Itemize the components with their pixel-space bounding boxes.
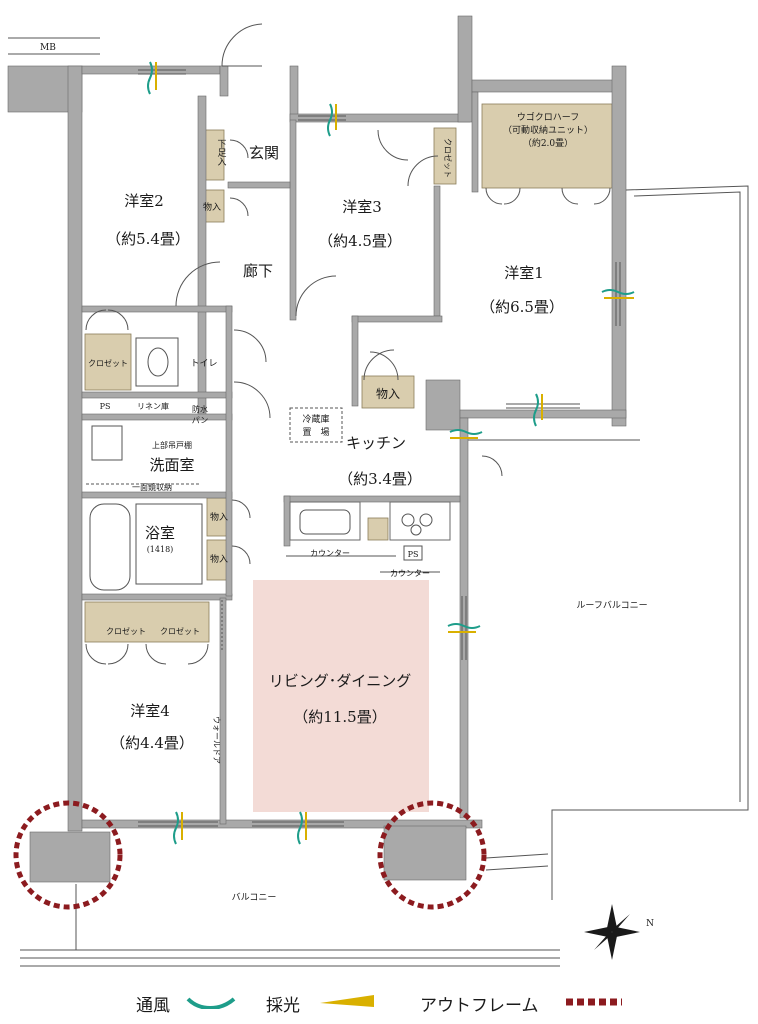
ps-label-left: PS (100, 402, 111, 411)
counter2-label: カウンター (390, 569, 430, 578)
living-dining-name: リビング･ダイニング (269, 672, 412, 690)
north-arrow-icon (584, 904, 640, 960)
wall-door-label: ウォールドア (212, 716, 221, 764)
legend-ventilation-label: 通風 (136, 996, 170, 1016)
upper-shelf-label: 上部吊戸棚 (152, 440, 192, 450)
room2-name: 洋室2 (124, 192, 164, 210)
washroom-label: 洗面室 (149, 456, 194, 474)
fridge-label-2: 置 場 (302, 426, 329, 438)
balcony-label: バルコニー (232, 892, 277, 903)
ugokuro-label-line2: （可動収納ユニット） (503, 124, 593, 136)
roof-balcony-label: ルーフバルコニー (576, 600, 647, 611)
room4-closet-block (84, 601, 210, 643)
kitchen-corner-block (367, 517, 389, 541)
living-dining-size: （約11.5畳） (293, 708, 386, 726)
room2-closet-label: クロゼット (88, 358, 128, 368)
kitchen-size: （約3.4畳） (338, 470, 422, 488)
linen-label: リネン庫 (137, 401, 169, 411)
legend: 通風 採光 アウトフレーム (0, 985, 758, 1021)
waterproof-pan-label-1: 防水 (192, 404, 208, 414)
ugokuro-label-line3: （約2.0畳） (523, 137, 573, 149)
light-icon (320, 995, 374, 1007)
mb-label: MB (40, 43, 56, 53)
toilet-label: トイレ (190, 359, 217, 369)
outframe-marker-right (377, 800, 487, 910)
counter-label: カウンター (310, 549, 350, 558)
ugokuro-unit-block (481, 103, 613, 189)
room4-closet-label-2: クロゼット (160, 626, 200, 636)
floor-plan: MB 下足入 物入 玄関 洋室2 （約5.4畳） 洋室3 （約4.5畳） ウゴク… (7, 15, 749, 967)
bath-size: (1418) (147, 545, 174, 554)
outframe-icon (566, 998, 622, 1006)
waterproof-pan-label-2: パン (192, 416, 208, 425)
room3-closet-label: クロゼット (443, 138, 453, 178)
living-dining-area (253, 580, 429, 812)
legend-light-label: 採光 (266, 996, 300, 1016)
room4-name: 洋室4 (130, 702, 170, 720)
ps-label-kitchen: PS (408, 550, 419, 559)
bath-storage-label-1: 物入 (210, 511, 228, 523)
kitchen-name: キッチン (346, 434, 406, 452)
room1-name: 洋室1 (504, 264, 544, 282)
room4-size: （約4.4畳） (110, 734, 194, 752)
room1-storage-label: 物入 (376, 387, 400, 401)
bath-storage-label-2: 物入 (210, 553, 228, 565)
room3-size: （約4.5畳） (318, 232, 402, 250)
room1-storage-block (361, 375, 415, 409)
outframe-marker-left (13, 800, 123, 910)
entrance-storage-label: 物入 (203, 201, 221, 213)
thin-lines (8, 23, 749, 967)
hallway-label: 廊下 (243, 262, 273, 280)
bath-name: 浴室 (145, 524, 175, 542)
ventilation-light-marks (147, 61, 635, 845)
ugokuro-label-line1: ウゴクロハーフ (517, 111, 579, 123)
room2-closet-block (84, 333, 132, 391)
room1-size: （約6.5畳） (480, 298, 564, 316)
room3-name: 洋室3 (342, 198, 382, 216)
plan-labels: MB 下足入 物入 玄関 洋室2 （約5.4畳） 洋室3 （約4.5畳） ウゴク… (40, 43, 654, 929)
fridge-label-1: 冷蔵庫 (302, 413, 329, 425)
room2-size: （約5.4畳） (106, 230, 190, 248)
north-label: N (646, 919, 654, 929)
mirror-storage-label: 一面鏡収納 (132, 482, 172, 492)
room4-closet-label-1: クロゼット (106, 626, 146, 636)
ventilation-icon (186, 997, 236, 1009)
legend-outframe-label: アウトフレーム (420, 996, 539, 1016)
entrance-label: 玄関 (249, 144, 279, 162)
